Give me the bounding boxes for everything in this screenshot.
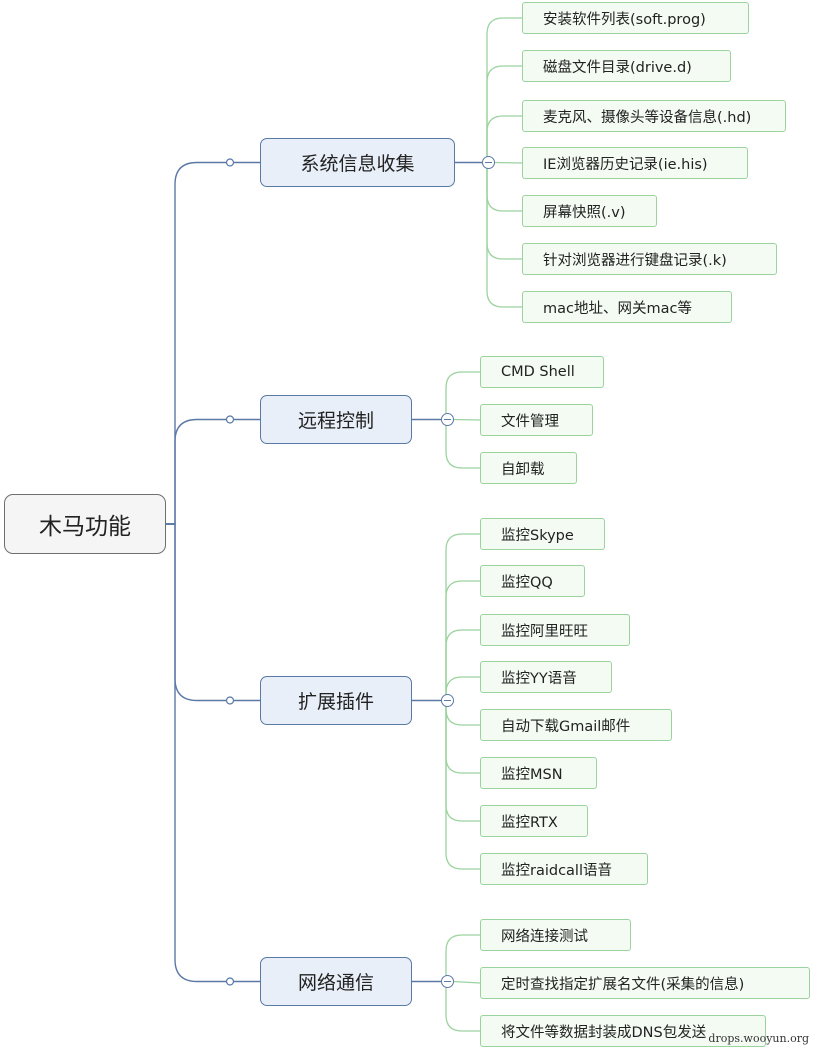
leaf-connector — [486, 115, 522, 157]
leaf-label: 监控RTX — [501, 814, 558, 831]
leaf-connector — [486, 168, 522, 260]
leaf-node[interactable]: IE浏览器历史记录(ie.his) — [522, 147, 748, 179]
leaf-node[interactable]: 定时查找指定扩展名文件(采集的信息) — [480, 967, 810, 999]
collapse-toggle-icon[interactable] — [440, 975, 454, 988]
root-branch-connector — [166, 418, 260, 525]
leaf-label: 监控QQ — [501, 574, 553, 591]
leaf-node[interactable]: mac地址、网关mac等 — [522, 291, 732, 323]
leaf-label: 监控阿里旺旺 — [501, 623, 588, 640]
branch-label: 扩展插件 — [297, 691, 374, 713]
leaf-connector — [445, 706, 480, 726]
branch-node[interactable]: 远程控制 — [260, 395, 412, 444]
leaf-node[interactable]: 网络连接测试 — [480, 919, 631, 951]
leaf-connector — [445, 580, 480, 695]
connector-junction-dot — [225, 158, 235, 167]
leaf-label: IE浏览器历史记录(ie.his) — [543, 156, 708, 173]
leaf-connector — [445, 706, 480, 822]
branch-node[interactable]: 网络通信 — [260, 957, 412, 1006]
leaf-label: 自卸载 — [501, 461, 545, 478]
leaf-node[interactable]: 安装软件列表(soft.prog) — [522, 2, 749, 34]
leaf-node[interactable]: 将文件等数据封装成DNS包发送 — [480, 1015, 766, 1047]
leaf-label: 安装软件列表(soft.prog) — [543, 11, 706, 28]
leaf-connector — [452, 418, 481, 421]
leaf-connector — [486, 168, 522, 308]
leaf-connector — [445, 533, 480, 695]
leaf-connector — [445, 987, 480, 1032]
leaf-node[interactable]: 监控raidcall语音 — [480, 853, 648, 885]
leaf-node[interactable]: 监控QQ — [480, 565, 585, 597]
leaf-label: 网络连接测试 — [501, 928, 588, 945]
root-branch-connector — [166, 523, 260, 983]
leaf-label: mac地址、网关mac等 — [543, 300, 692, 317]
leaf-connector — [445, 629, 480, 695]
collapse-toggle-icon[interactable] — [440, 413, 454, 426]
leaf-node[interactable]: CMD Shell — [480, 356, 604, 388]
leaf-node[interactable]: 针对浏览器进行键盘记录(.k) — [522, 243, 777, 275]
leaf-label: 监控raidcall语音 — [501, 862, 612, 879]
leaf-label: 针对浏览器进行键盘记录(.k) — [543, 252, 727, 269]
branch-node[interactable]: 系统信息收集 — [260, 138, 455, 187]
leaf-label: CMD Shell — [501, 364, 575, 380]
leaf-node[interactable]: 麦克风、摄像头等设备信息(.hd) — [522, 100, 786, 132]
root-node[interactable]: 木马功能 — [4, 494, 166, 554]
leaf-node[interactable]: 文件管理 — [480, 404, 593, 436]
root-label: 木马功能 — [39, 514, 131, 540]
connector-junction-dot — [225, 696, 235, 705]
leaf-connector — [486, 168, 522, 212]
watermark: drops.wooyun.org — [708, 1032, 809, 1045]
branch-label: 网络通信 — [297, 972, 374, 994]
leaf-connector — [445, 706, 480, 774]
leaf-label: 监控MSN — [501, 766, 563, 783]
leaf-connector — [445, 371, 480, 414]
branch-label: 系统信息收集 — [300, 153, 415, 175]
branch-node[interactable]: 扩展插件 — [260, 676, 412, 725]
leaf-node[interactable]: 屏幕快照(.v) — [522, 195, 657, 227]
leaf-node[interactable]: 监控YY语音 — [480, 661, 612, 693]
collapse-toggle-icon[interactable] — [481, 156, 495, 169]
leaf-connector — [486, 17, 522, 157]
leaf-connector — [452, 980, 481, 984]
leaf-label: 屏幕快照(.v) — [543, 204, 626, 221]
leaf-label: 监控Skype — [501, 527, 574, 544]
leaf-label: 自动下载Gmail邮件 — [501, 718, 631, 735]
leaf-node[interactable]: 监控RTX — [480, 805, 588, 837]
leaf-node[interactable]: 监控Skype — [480, 518, 605, 550]
leaf-label: 监控YY语音 — [501, 670, 577, 687]
leaf-node[interactable]: 磁盘文件目录(drive.d) — [522, 50, 731, 82]
root-branch-connector — [166, 161, 260, 525]
leaf-connector — [486, 65, 522, 157]
leaf-node[interactable]: 监控阿里旺旺 — [480, 614, 630, 646]
leaf-connector — [493, 161, 523, 164]
leaf-connector — [445, 934, 480, 976]
leaf-label: 文件管理 — [501, 413, 559, 430]
connector-junction-dot — [225, 977, 235, 986]
leaf-node[interactable]: 监控MSN — [480, 757, 597, 789]
leaf-connector — [445, 706, 480, 870]
branch-label: 远程控制 — [297, 410, 374, 432]
leaf-label: 将文件等数据封装成DNS包发送 — [501, 1024, 707, 1041]
leaf-connector — [445, 676, 480, 695]
leaf-label: 麦克风、摄像头等设备信息(.hd) — [543, 109, 752, 126]
leaf-label: 磁盘文件目录(drive.d) — [543, 59, 692, 76]
collapse-toggle-icon[interactable] — [440, 694, 454, 707]
leaf-node[interactable]: 自动下载Gmail邮件 — [480, 709, 672, 741]
leaf-node[interactable]: 自卸载 — [480, 452, 577, 484]
connector-junction-dot — [225, 415, 235, 424]
leaf-connector — [445, 425, 480, 469]
root-branch-connector — [166, 523, 260, 702]
leaf-label: 定时查找指定扩展名文件(采集的信息) — [501, 976, 745, 993]
